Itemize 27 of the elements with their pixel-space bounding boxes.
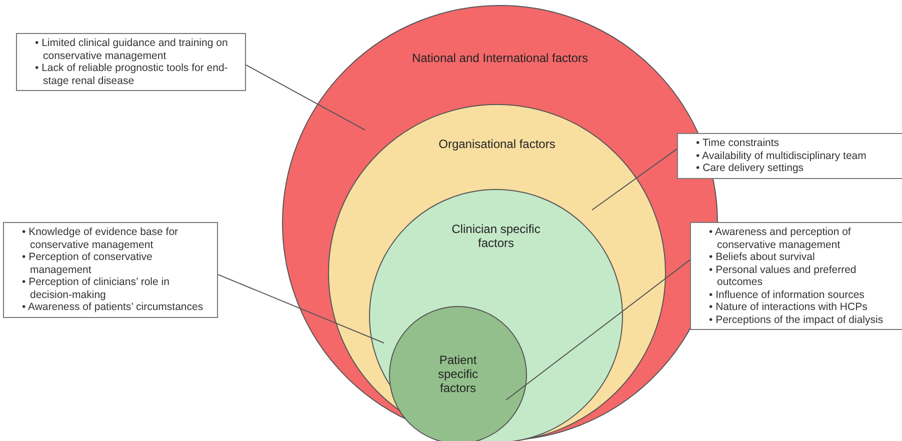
leader-line [246,64,366,130]
bullet-item: • Awareness and perception of conservative management [709,226,852,251]
circle-label: Patient specific factors [438,353,478,395]
bullet-item: • Knowledge of evidence base for conservative management [22,226,180,251]
bullet-item: • Personal values and preferred outcomes [709,264,858,288]
circle-label: Organisational factors [438,137,556,151]
bullet-item: • Lack of reliable prognostic tools for end-stage renal disease [35,62,229,87]
bullet-item: • Nature of interactions with HCPs [709,301,868,314]
leader-line [506,259,690,400]
bullet-item: • Limited clinical guidance and training on conservative management [35,37,229,62]
bullet-item: • Perceptions of the impact of dialysis [709,314,884,326]
callout-box [690,222,902,330]
circle-label: National and International factors [412,51,588,65]
bullet-item: • Beliefs about survival [709,251,816,264]
leader-line [218,274,384,344]
circle-label: Clinician specific factors [452,222,540,250]
bullet-item: • Perception of conservative management [22,251,154,276]
callout-box [677,133,902,178]
bullet-item: • Perception of clinicians’ role in decision-making [22,276,170,301]
bullet-item: • Availability of multidisciplinary team [696,150,868,162]
bullet-item: • Time constraints [696,137,780,150]
leader-line [592,148,678,210]
callout-box [16,33,246,91]
bullet-item: • Awareness of patients’ circumstances [22,301,204,314]
bullet-item: • Influence of information sources [709,288,866,301]
bullet-item: • Care delivery settings [696,162,805,174]
callout-box [3,222,218,318]
